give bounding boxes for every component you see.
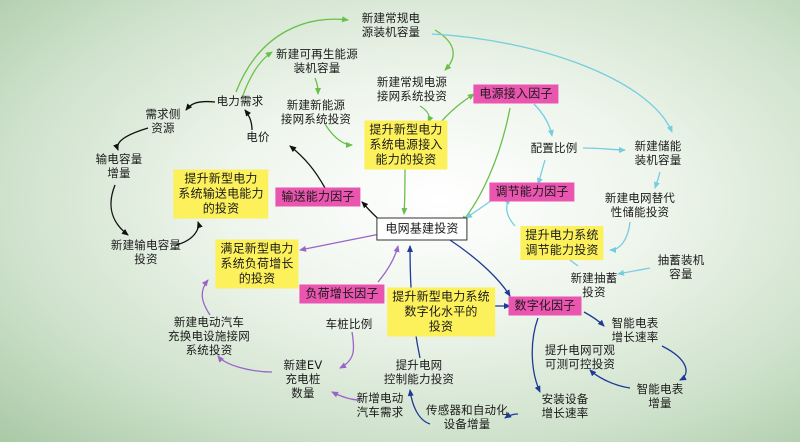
- arrow-device-rate-to-sensor: [504, 412, 519, 419]
- node-new-pumped-storage-investment: 新建抽蓄 投资: [570, 271, 618, 299]
- node-new-storage-capacity: 新建储能 装机容量: [634, 139, 682, 167]
- arrow-newsrc-grid-to-y-source: [324, 123, 353, 148]
- arrow-new-trans-to-y-transmission: [175, 221, 203, 246]
- node-new-conventional-grid-investment: 新建常规电源 接网系统投资: [376, 75, 448, 103]
- node-new-conventional-capacity: 新建常规电 源装机容量: [361, 11, 421, 39]
- arrow-ev-demand-to-new-ev: [331, 391, 361, 401]
- node-source-access-investment: 提升新型电力 系统电源接入 能力的投资: [364, 120, 448, 170]
- arrow-power-demand-to-renew-capacity: [241, 51, 273, 99]
- node-sensor-automation-increase: 传感器和自动化 设备增量: [426, 403, 508, 431]
- node-regulation-capability-factor: 调节能力因子: [489, 182, 575, 202]
- arrow-center-to-digital-factor: [449, 239, 511, 297]
- arrow-renew-capacity-to-newsrc-grid: [314, 77, 321, 95]
- node-new-ev-charging-piles: 新建EV 充电桩 数量: [283, 358, 323, 400]
- node-digitalization-investment: 提升新型电力系统 数字化水平的 投资: [387, 287, 495, 337]
- node-ev-swap-facility-investment: 新建电动汽车 充换电设施接网 系统投资: [168, 315, 250, 357]
- center-node-grid-investment: 电网基建投资: [376, 217, 468, 241]
- node-demand-side-resources: 需求侧 资源: [145, 107, 181, 135]
- node-transmission-capacity-increase: 输电容量 增量: [95, 152, 143, 180]
- arrow-power-demand-to-demand-side: [185, 100, 216, 111]
- arrow-smart-rate-to-smart-increase: [661, 345, 687, 381]
- arrow-new-ev-to-ev-swap: [217, 355, 273, 373]
- node-electricity-price: 电价: [246, 130, 270, 144]
- arrow-price-to-power-demand: [244, 109, 253, 131]
- arrow-grid-alt-to-y-regulation: [609, 221, 631, 253]
- arrow-ev-swap-to-y-load: [201, 279, 211, 316]
- arrow-trans-increase-to-new-trans: [110, 184, 129, 236]
- arrow-demand-side-to-trans-increase: [113, 127, 149, 151]
- arrow-power-demand-to-conv-capacity: [235, 16, 349, 93]
- arrow-pile-ratio-to-new-ev: [339, 331, 355, 369]
- node-new-ev-demand: 新增电动 汽车需求: [356, 391, 404, 419]
- arrow-conv-capacity-to-storage: [431, 33, 673, 133]
- node-regulation-capability-investment: 提升电力系统 调节能力投资: [520, 226, 604, 260]
- arrow-digital-factor-to-smart-rate: [583, 311, 605, 327]
- node-control-capability-investment: 提升电网 控制能力投资: [383, 358, 455, 386]
- arrow-conv-capacity-to-conv-grid: [434, 29, 454, 71]
- arrow-y-regulation-to-regulation-factor: [504, 197, 516, 227]
- node-smart-meter-growth-rate: 智能电表 增长速率: [611, 316, 659, 344]
- node-new-transmission-investment: 新建输电容量 投资: [110, 238, 182, 266]
- arrow-digital-factor-to-device-rate: [531, 317, 541, 393]
- arrow-config-to-storage: [582, 146, 626, 153]
- node-source-access-factor: 电源接入因子: [473, 84, 559, 104]
- node-load-growth-investment: 满足新型电力 系统负荷增长 的投资: [215, 239, 299, 289]
- arrow-y-source-to-center: [401, 167, 408, 215]
- node-vehicle-pile-ratio: 车桩比例: [325, 317, 373, 331]
- arrow-source-factor-to-config: [533, 103, 554, 137]
- arrow-storage-to-grid-alt: [654, 171, 661, 189]
- node-transmission-capacity-factor: 输送能力因子: [275, 187, 361, 207]
- arrow-sensor-to-control: [407, 389, 431, 425]
- arrow-pumped-capacity-to-pumped-invest: [617, 267, 651, 276]
- node-new-newsource-grid-investment: 新建新能源 接网系统投资: [280, 98, 352, 126]
- node-load-growth-factor: 负荷增长因子: [299, 284, 385, 304]
- node-power-demand: 电力需求: [216, 94, 264, 108]
- node-pumped-storage-capacity: 抽蓄装机 容量: [657, 253, 705, 281]
- node-observable-controllable-investment: 提升电网可观 可测可控投资: [544, 343, 616, 371]
- node-digitalization-factor: 数字化因子: [508, 296, 582, 316]
- arrow-smart-increase-to-observable: [589, 369, 631, 389]
- node-device-installation-rate: 安装设备 增长速率: [541, 392, 589, 420]
- arrow-load-factor-to-center: [377, 245, 400, 283]
- node-transmission-capability-investment: 提升新型电力 系统输送电能力 的投资: [173, 169, 269, 219]
- arrow-config-to-regulation-factor: [537, 159, 546, 185]
- arrow-center-to-y-load: [299, 233, 381, 252]
- arrow-trans-factor-to-price: [289, 145, 326, 189]
- node-grid-alternative-storage-investment: 新建电网替代 性储能投资: [604, 191, 676, 219]
- node-config-ratio: 配置比例: [530, 141, 578, 155]
- node-new-renewable-capacity: 新建可再生能源 装机容量: [276, 47, 358, 75]
- node-smart-meter-increase: 智能电表 增量: [636, 382, 684, 410]
